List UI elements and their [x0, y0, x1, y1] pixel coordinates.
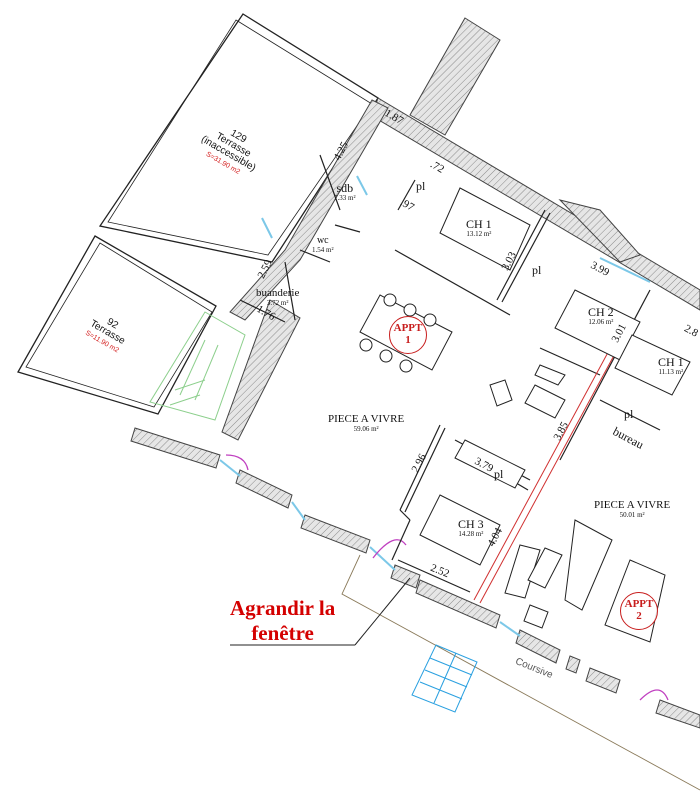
- stair-blue: [411, 644, 478, 713]
- closet-label: pl: [416, 179, 426, 193]
- closet-label: pl: [624, 407, 634, 421]
- chimney: [409, 17, 501, 136]
- wall-top: [371, 97, 700, 311]
- wall-left-lower: [221, 299, 301, 441]
- callout-line-1: Agrandir la: [230, 596, 336, 620]
- stair-green: [149, 311, 246, 421]
- callout-enlarge-window: Agrandir la fenêtre: [230, 596, 335, 646]
- callout-leader-diag: [354, 577, 411, 646]
- windows: [219, 175, 651, 637]
- entry-doors: [225, 454, 669, 701]
- party-wall: [473, 344, 619, 604]
- terrace-outlines: [17, 13, 379, 415]
- wall-notch: [558, 199, 641, 263]
- wall-left: [229, 99, 389, 321]
- wall-bottom: [130, 427, 700, 729]
- callout-line-2: fenêtre: [251, 621, 314, 646]
- closet-label: pl: [532, 263, 542, 277]
- closet-label: pl: [494, 467, 504, 481]
- coursive-edge: [341, 554, 700, 791]
